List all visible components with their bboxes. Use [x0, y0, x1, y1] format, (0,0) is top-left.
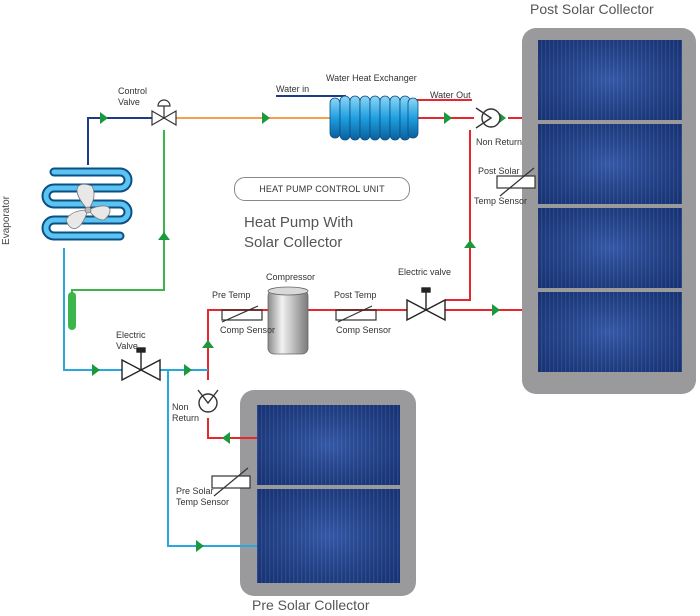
pre-solar-sensor-label-1: Pre Solar — [176, 486, 214, 496]
non-return-left-label-2: Return — [172, 413, 200, 423]
post-collector-title: Post Solar Collector — [530, 1, 654, 17]
electric-valve-right-label: Electric valve — [398, 267, 452, 277]
pre-temp-label-1: Pre Temp — [212, 290, 251, 300]
flow-arrows — [92, 112, 506, 552]
water-in-label: Water in — [276, 84, 310, 94]
electric-valve-left — [121, 347, 161, 382]
arrow-icon — [492, 304, 500, 316]
arrow-icon — [444, 112, 452, 124]
control-unit-box: HEAT PUMP CONTROL UNIT — [234, 177, 410, 201]
compressor-label: Compressor — [266, 272, 316, 282]
post-temp-label-2: Comp Sensor — [336, 325, 392, 335]
water-out-label: Water Out — [430, 90, 471, 100]
pre-solar-temp-sensor — [211, 467, 251, 497]
arrow-icon — [158, 232, 170, 240]
arrow-icon — [222, 432, 230, 444]
control-valve — [151, 99, 177, 127]
water-hex-label: Water Heat Exchanger — [326, 73, 417, 83]
post-solar-sensor-label-1: Post Solar — [478, 166, 520, 176]
pre-temp-label-2: Comp Sensor — [220, 325, 276, 335]
arrow-icon — [202, 340, 214, 348]
post-solar-temp-sensor — [496, 167, 536, 197]
pre-collector-title: Pre Solar Collector — [252, 597, 370, 613]
arrow-icon — [196, 540, 204, 552]
arrow-icon — [184, 364, 192, 376]
non-return-valve-top — [475, 107, 501, 129]
system-title-line1: Heat Pump With — [244, 214, 354, 231]
arrow-icon — [92, 364, 100, 376]
fan-icon — [65, 184, 111, 229]
green-pipe-segment — [68, 292, 76, 330]
non-return-valve-left — [197, 389, 219, 413]
electric-valve-left-label-1: Electric — [116, 330, 146, 340]
pre-solar-collector — [240, 390, 416, 596]
arrow-icon — [464, 240, 476, 248]
water-heat-exchanger — [276, 95, 472, 141]
pre-temp-comp-sensor — [221, 305, 263, 323]
non-return-top-label: Non Return — [476, 137, 523, 147]
arrow-icon — [262, 112, 270, 124]
post-temp-comp-sensor — [335, 305, 377, 323]
evaporator-label: Evaporator — [0, 196, 12, 245]
post-temp-label-1: Post Temp — [334, 290, 377, 300]
electric-valve-right — [406, 287, 446, 322]
control-valve-label-1: Control — [118, 86, 148, 96]
compressor — [267, 286, 309, 355]
post-solar-collector — [522, 28, 696, 394]
system-title-line2: Solar Collector — [244, 234, 343, 251]
non-return-left-label-1: Non — [172, 402, 189, 412]
pre-solar-sensor-label-2: Temp Sensor — [176, 497, 230, 507]
arrow-icon — [100, 112, 108, 124]
control-valve-label-2: Valve — [118, 97, 140, 107]
post-solar-sensor-label-2: Temp Sensor — [474, 196, 528, 206]
electric-valve-left-label-2: Valve — [116, 341, 138, 351]
evaporator — [41, 167, 133, 241]
